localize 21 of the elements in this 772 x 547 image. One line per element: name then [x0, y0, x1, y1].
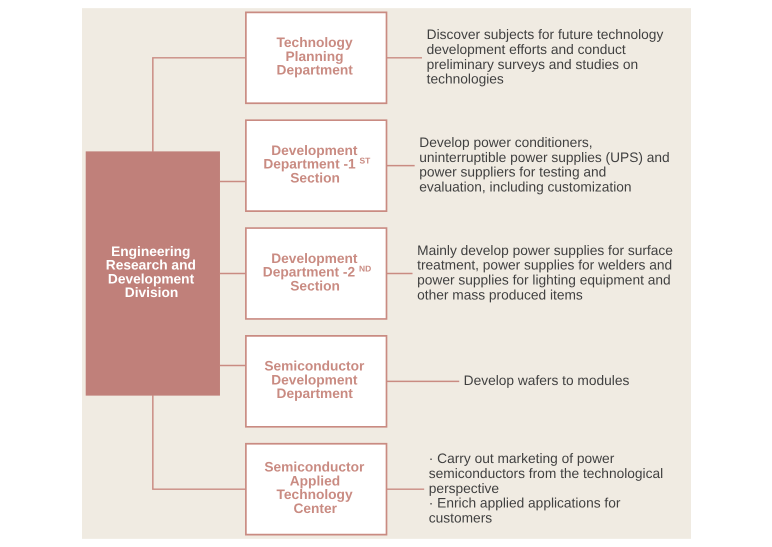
node-text: Develop wafers to modules [463, 372, 629, 388]
node-box: Engineering Research and Development Division [85, 151, 220, 396]
connector [386, 164, 414, 166]
connector [219, 364, 246, 366]
node-box: Technology Planning Department [244, 12, 387, 104]
connector [386, 272, 412, 274]
node-text: Discover subjects for future technology development efforts and conduct preliminary surveys and studies on technologies [426, 27, 663, 87]
node-text: Develop power conditioners, uninterruptible power supplies (UPS) and power suppliers for testing and evaluation, including customization [418, 135, 670, 194]
connector [219, 272, 246, 274]
node-box: Development Department -2$^{ND}$ Section [244, 227, 387, 320]
connector [219, 180, 246, 182]
connector [152, 57, 245, 152]
node-box: Development Department -1$^{ST}$ Section [244, 119, 387, 212]
node-box: Semiconductor Applied Technology Center [244, 442, 387, 536]
connector [386, 488, 424, 490]
connector [152, 395, 245, 490]
node-box: Semiconductor Development Department [244, 335, 387, 428]
node-text: Mainly develop power supplies for surface treatment, power supplies for welders and power supplies for lighting equipment and other mass produced items [416, 242, 672, 302]
connector [386, 380, 459, 382]
node-text: · Carry out marketing of power semiconductors from the technological perspective · Enrich applied applications for customers [428, 451, 663, 526]
connector [386, 57, 422, 59]
